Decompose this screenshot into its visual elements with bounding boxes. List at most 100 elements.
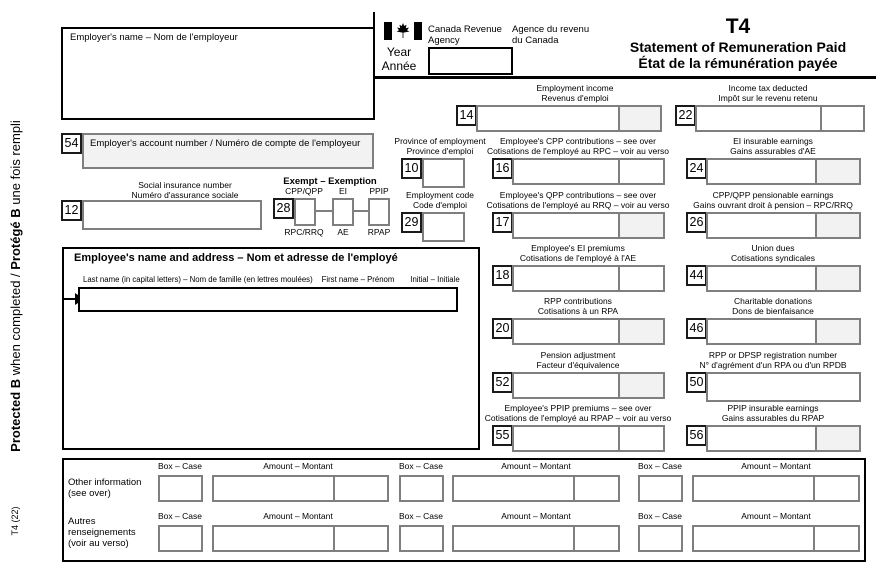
box-12-number: 12: [61, 200, 82, 221]
employer-account-input[interactable]: Employer's account number / Numéro de co…: [82, 133, 374, 169]
employer-account-label: Employer's account number / Numéro de co…: [90, 138, 361, 149]
other-info-r2-box-label-3: Box – Case: [638, 511, 682, 521]
last-name-label: Last name (in capital letters) – Nom de …: [83, 275, 313, 284]
other-info-r2-cents-1: [333, 527, 387, 550]
other-info-r1-box-input-2[interactable]: [399, 475, 444, 502]
box-55-amount-input[interactable]: [512, 425, 665, 452]
sin-input[interactable]: [82, 200, 262, 230]
box-10-number: 10: [401, 158, 422, 179]
name-arrow-line: [63, 298, 76, 300]
other-info-r2-box-input-2[interactable]: [399, 525, 444, 552]
box-22-cents: [820, 107, 863, 130]
box-14-cents: [618, 107, 660, 130]
other-info-r2-amount-input-1[interactable]: [212, 525, 389, 552]
canada-flag-icon: [384, 22, 422, 45]
exempt-connector-1: [316, 210, 332, 212]
box-26-number: 26: [686, 212, 707, 233]
other-info-r2-amount-label-2: Amount – Montant: [501, 511, 571, 521]
other-info-r2-cents-2: [573, 527, 618, 550]
other-info-r1-cents-3: [813, 477, 858, 500]
initial-label: Initial – Initiale: [410, 275, 460, 284]
year-input[interactable]: [428, 47, 513, 75]
box-52-cents: [618, 374, 663, 397]
box-28-number: 28: [273, 198, 294, 219]
other-info-r1-box-input-3[interactable]: [638, 475, 683, 502]
other-info-r2-cents-3: [813, 527, 858, 550]
box-26-amount-input[interactable]: [706, 212, 861, 239]
box-18-number: 18: [492, 265, 513, 286]
other-info-caption-row1: Other information (see over): [68, 477, 142, 499]
box-29-number: 29: [401, 212, 422, 233]
box-22-number: 22: [675, 105, 696, 126]
box-10-input[interactable]: [422, 158, 465, 188]
box-20-amount-input[interactable]: [512, 318, 665, 345]
employer-name-input[interactable]: [61, 27, 375, 120]
other-info-r1-box-input-1[interactable]: [158, 475, 203, 502]
employee-heading: Employee's name and address – Nom et adr…: [74, 252, 398, 264]
box-16-cents: [618, 160, 663, 183]
box-14-amount-input[interactable]: [476, 105, 662, 132]
exempt-ei-label: EI: [338, 186, 348, 196]
employee-name-input[interactable]: [78, 287, 458, 312]
employer-name-label: Employer's name – Nom de l'employeur: [70, 32, 238, 43]
box-52-amount-input[interactable]: [512, 372, 665, 399]
exempt-rpap-label: RPAP: [367, 227, 391, 237]
exempt-cpp-qpp-checkbox[interactable]: [294, 198, 316, 226]
year-label: Year Année: [381, 45, 417, 73]
box-16-number: 16: [492, 158, 513, 179]
box-54-number: 54: [61, 133, 82, 154]
box-46-number: 46: [686, 318, 707, 339]
box-50-input[interactable]: [706, 372, 861, 402]
other-information-section: [62, 458, 866, 562]
other-info-r1-amount-label-2: Amount – Montant: [501, 461, 571, 471]
other-info-r1-amount-label-3: Amount – Montant: [741, 461, 811, 471]
employee-address-box[interactable]: [62, 247, 480, 450]
other-info-r1-amount-input-2[interactable]: [452, 475, 620, 502]
box-22-amount-input[interactable]: [695, 105, 865, 132]
exempt-ppip-label: PPIP: [369, 186, 389, 196]
other-info-r1-box-label-2: Box – Case: [399, 461, 443, 471]
other-info-r2-amount-input-2[interactable]: [452, 525, 620, 552]
other-info-r2-box-input-1[interactable]: [158, 525, 203, 552]
box-24-amount-input[interactable]: [706, 158, 861, 185]
box-29-input[interactable]: [422, 212, 465, 242]
box-44-cents: [815, 267, 859, 290]
exempt-ppip-checkbox[interactable]: [368, 198, 390, 226]
other-info-r1-box-label-1: Box – Case: [158, 461, 202, 471]
box-18-cents: [618, 267, 663, 290]
other-info-r1-amount-input-1[interactable]: [212, 475, 389, 502]
box-17-number: 17: [492, 212, 513, 233]
box-50-number: 50: [686, 372, 707, 393]
box-16-amount-input[interactable]: [512, 158, 665, 185]
exempt-rpc-rrq-label: RPC/RRQ: [284, 227, 324, 237]
other-info-r2-amount-input-3[interactable]: [692, 525, 860, 552]
box-56-amount-input[interactable]: [706, 425, 861, 452]
exempt-ei-checkbox[interactable]: [332, 198, 354, 226]
box-14-number: 14: [456, 105, 477, 126]
box-20-number: 20: [492, 318, 513, 339]
box-46-cents: [815, 320, 859, 343]
other-info-r1-cents-2: [573, 477, 618, 500]
box-55-cents: [618, 427, 663, 450]
box-24-number: 24: [686, 158, 707, 179]
sin-label: Social insurance number Numéro d'assuran…: [131, 180, 239, 200]
box-18-amount-input[interactable]: [512, 265, 665, 292]
box-52-number: 52: [492, 372, 513, 393]
other-info-caption-row2: Autres renseignements (voir au verso): [68, 516, 136, 549]
other-info-r2-box-input-3[interactable]: [638, 525, 683, 552]
box-17-amount-input[interactable]: [512, 212, 665, 239]
box-46-amount-input[interactable]: [706, 318, 861, 345]
other-info-r1-amount-input-3[interactable]: [692, 475, 860, 502]
box-44-amount-input[interactable]: [706, 265, 861, 292]
